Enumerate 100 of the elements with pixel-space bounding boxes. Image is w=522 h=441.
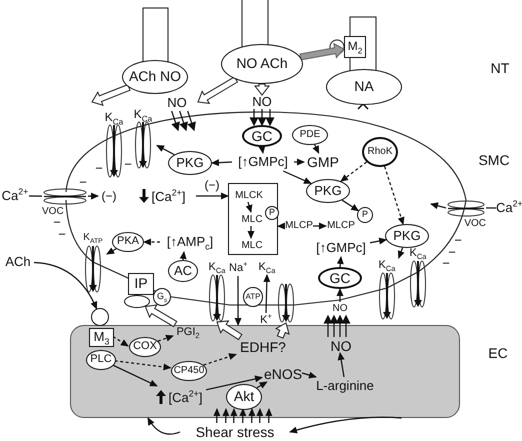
enzyme-ellipse: PDE (292, 125, 328, 145)
ion-label: K$^{+}$ (257, 313, 275, 327)
receptor-oval (124, 295, 150, 308)
molecule-label: PGI$_{2}$ (174, 325, 202, 339)
stimulus-label: Shear stress (180, 423, 290, 441)
varicosity-ellipse: ACh NO (122, 60, 188, 94)
arrow (398, 248, 404, 259)
dashed-arrow (143, 238, 160, 246)
hollow-arrow (197, 76, 238, 104)
arrow (156, 144, 175, 156)
arrow (294, 158, 305, 166)
channel-label: K$_{ATP}$ (83, 231, 103, 245)
molecule-label: NO (250, 95, 274, 109)
channel-label: K$_{Ca}$ (410, 246, 426, 260)
arrow-bundle (171, 110, 196, 131)
molecule-label: NO (165, 95, 189, 111)
enzyme-ellipse: PLC (86, 350, 116, 370)
dashed-arrow (384, 166, 404, 226)
dashed-arrow (112, 336, 129, 347)
arrow (206, 376, 263, 390)
kinase-ellipse: Akt (226, 384, 262, 410)
arrow (112, 364, 158, 387)
dashed-arrow (158, 334, 174, 342)
varicosity-ellipse: NO ACh (221, 44, 303, 84)
molecule-label: L-arginine (313, 378, 377, 394)
enzyme-ellipse: COX (129, 337, 161, 357)
enzyme-label: eNOS (263, 365, 303, 383)
molecule-label: GMP (304, 153, 342, 171)
enzyme-ellipse: GC (318, 267, 362, 289)
arrow (342, 200, 360, 212)
channel-label: K$_{Ca}$ (378, 258, 396, 272)
hollow-arrow (216, 320, 242, 340)
arrow (234, 276, 242, 326)
hollow-arrow (91, 84, 131, 106)
charge-sign: − (442, 256, 450, 270)
arrow (302, 372, 317, 378)
channel-label: K$_{Ca}$ (134, 107, 152, 121)
arrow (277, 222, 286, 230)
molecule-label: NO (330, 302, 350, 316)
arrow (180, 251, 187, 260)
hollow-arrow (254, 84, 270, 96)
arrow (313, 222, 327, 230)
phosphate-circle: P (265, 206, 279, 220)
atp-circle: ATP (243, 287, 263, 307)
receptor-circle (91, 308, 109, 326)
endothelial-cell (70, 325, 460, 418)
arrow (106, 248, 116, 255)
curved-arrow (289, 416, 402, 434)
arrow (248, 226, 254, 239)
kinase-ellipse: PKG (168, 151, 212, 175)
varicosity-ellipse: NA (326, 69, 402, 105)
channel-label: VOC (464, 217, 486, 231)
enzyme-label: MLCK (231, 189, 267, 203)
charge-sign: − (95, 160, 103, 176)
molecule-label: ACh (2, 253, 34, 271)
region-label: NT (490, 60, 510, 76)
molecule-label: NO (330, 338, 352, 354)
arrow (430, 202, 446, 210)
arrow (336, 288, 344, 302)
concentration-label: [↑AMP$_{c}$] (160, 232, 220, 252)
enzyme-label: MLCP (326, 219, 356, 233)
dashed-arrow (114, 360, 172, 370)
enzyme-ellipse: AC (168, 260, 198, 282)
g-protein-circle: G$_{s}$ (153, 288, 171, 306)
arrow (211, 159, 232, 166)
concentration-label: [↑GMPc] (312, 239, 370, 257)
kinase-ellipse: PKG (385, 224, 429, 248)
region-label: EC (488, 345, 508, 361)
arrow (196, 192, 229, 200)
receptor-box: M$_{2}$ (344, 36, 366, 58)
protein-label: MLC (239, 213, 265, 227)
hollow-arrow (299, 42, 345, 60)
arrow (338, 352, 345, 378)
arrow-bundle (250, 108, 274, 126)
receptor-box: IP (128, 273, 154, 295)
protein-label: MLC (239, 239, 265, 253)
dashed-arrow (203, 353, 237, 366)
arrow (282, 170, 312, 184)
curved-arrow (147, 417, 180, 435)
ion-label: Ca$^{2+}$ (496, 199, 522, 217)
charge-sign: − (58, 226, 66, 242)
kinase-ellipse: RhoK (362, 137, 398, 167)
enzyme-ellipse: CP450 (171, 361, 207, 381)
concentration-label: [↑GMPc] (232, 153, 294, 171)
edge-label: (−) (204, 178, 220, 192)
region-label: SMC (478, 152, 510, 168)
enzyme-ellipse: GC (242, 125, 282, 147)
kinase-ellipse: PKG (306, 179, 350, 203)
concentration-label: [Ca$^{2+}$] (168, 390, 202, 404)
arrow (336, 256, 344, 268)
curved-arrow (34, 262, 98, 310)
arrow (263, 274, 270, 314)
arrow (246, 202, 252, 213)
ion-label: Ca$^{2+}$ (1, 187, 29, 205)
enzyme-box (228, 183, 278, 255)
enzyme-label: MLCP (285, 219, 313, 233)
dashed-arrow (340, 162, 367, 182)
arrow-bundle (324, 315, 350, 338)
arrow (312, 144, 320, 154)
arrow (370, 238, 388, 244)
